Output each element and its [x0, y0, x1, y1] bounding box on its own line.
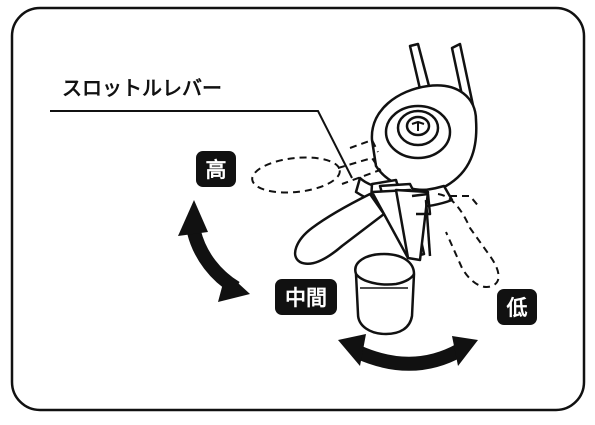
- handle-grip: [354, 188, 432, 336]
- position-badge-high: 高: [196, 151, 236, 187]
- machine-housing: [354, 42, 478, 209]
- callout-leader-line: [50, 110, 353, 179]
- frame-border: [10, 6, 586, 412]
- throttle-lever-label: スロットルレバー: [62, 76, 222, 100]
- arrow-middle-low: [338, 334, 478, 371]
- arrow-high-middle: [178, 200, 250, 302]
- position-badge-low: 低: [497, 289, 537, 325]
- lever-outline-low: [437, 193, 500, 288]
- position-badge-middle: 中間: [275, 279, 337, 315]
- lever-outline-high: [251, 138, 382, 194]
